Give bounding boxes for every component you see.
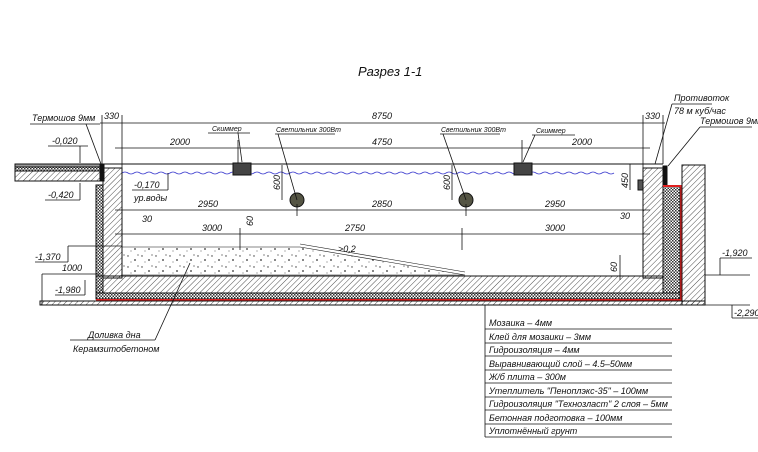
level-shallow: -1,370 [35, 252, 61, 262]
dim-top-1: 2000 [169, 137, 190, 147]
level-deep: -1,920 [722, 248, 748, 258]
dim-light-1: 2950 [197, 199, 218, 209]
layer-item: Ж/б плита – 300м [488, 372, 566, 382]
dim-offset-left: 30 [142, 214, 152, 224]
label-fill-1: Доливка дна [87, 330, 141, 340]
layer-item: Мозаика – 4мм [489, 318, 552, 328]
level-deck-base: -0,420 [48, 190, 74, 200]
dim-offset-right: 30 [620, 211, 630, 221]
dim-slope: >0,2 [338, 244, 356, 254]
label-fill-2: Керамзитобетоном [73, 344, 159, 354]
level-labels: -0,020 -0,420 -0,170 ур.воды -1,370 -1,9… [35, 136, 758, 318]
level-water-label: ур.воды [133, 193, 167, 203]
label-light-right: Светильник 300Вт [441, 127, 506, 134]
level-bottom: -2,290 [734, 308, 758, 318]
label-counterflow-1: Противоток [674, 93, 730, 103]
dim-floor-3: 3000 [545, 223, 565, 233]
layer-item: Утеплитель "Пеноплэкс-35" – 100мм [488, 386, 648, 396]
dim-light-2: 2850 [371, 199, 392, 209]
label-counterflow-2: 78 м куб/час [674, 106, 726, 116]
layer-item: Бетонная подготовка – 100мм [489, 413, 622, 423]
dim-top-3: 2000 [571, 137, 592, 147]
level-water: -0,170 [134, 180, 160, 190]
pool-structure [14, 163, 706, 306]
dim-floor-1: 3000 [202, 223, 222, 233]
callout-labels: Термошов 9мм Противоток 78 м куб/час Тер… [32, 93, 758, 354]
dim-total: 8750 [372, 111, 392, 121]
label-skimmer-right: Скиммер [536, 128, 566, 135]
dim-step-height: 1000 [62, 263, 82, 273]
water-level-line [121, 171, 615, 175]
layer-item: Гидроизоляция "Технозласт" 2 слоя – 5мм [489, 399, 668, 409]
label-joint-left: Термошов 9мм [32, 113, 95, 123]
level-deck: -0,020 [52, 136, 78, 146]
dim-deep-offset: 60 [609, 262, 619, 272]
dim-right-wall: 330 [645, 111, 660, 121]
dim-left-wall: 330 [104, 111, 119, 121]
level-slab-left: -1,980 [55, 285, 81, 295]
dimension-lines [30, 103, 758, 341]
layer-item: Гидроизоляция – 4мм [489, 345, 580, 355]
label-joint-right: Термошов 9мм [700, 116, 758, 126]
label-skimmer-left: Скиммер [212, 126, 242, 133]
dim-light-3: 2950 [544, 199, 565, 209]
dim-slope-offset: 60 [245, 216, 255, 226]
layer-item: Уплотнённый грунт [488, 426, 578, 436]
layers-list: Мозаика – 4мм Клей для мозаики – 3мм Гид… [488, 318, 668, 436]
dimension-labels: 8750 330 330 2000 4750 2000 2950 2850 29… [62, 111, 660, 273]
dim-light-depth-right: 600 [442, 175, 452, 190]
label-light-left: Светильник 300Вт [276, 127, 341, 134]
dim-inlet-depth: 450 [620, 173, 630, 188]
section-title: Разрез 1-1 [358, 64, 422, 79]
layer-item: Клей для мозаики – 3мм [489, 332, 591, 342]
dim-light-depth-left: 600 [272, 175, 282, 190]
dim-top-2: 4750 [372, 137, 392, 147]
layer-item: Выравнивающий слой – 4.5–50мм [489, 359, 632, 369]
skimmer-right-icon [513, 162, 533, 176]
dim-floor-2: 2750 [344, 223, 365, 233]
layers-table [484, 305, 672, 438]
skimmer-left-icon [232, 162, 252, 176]
